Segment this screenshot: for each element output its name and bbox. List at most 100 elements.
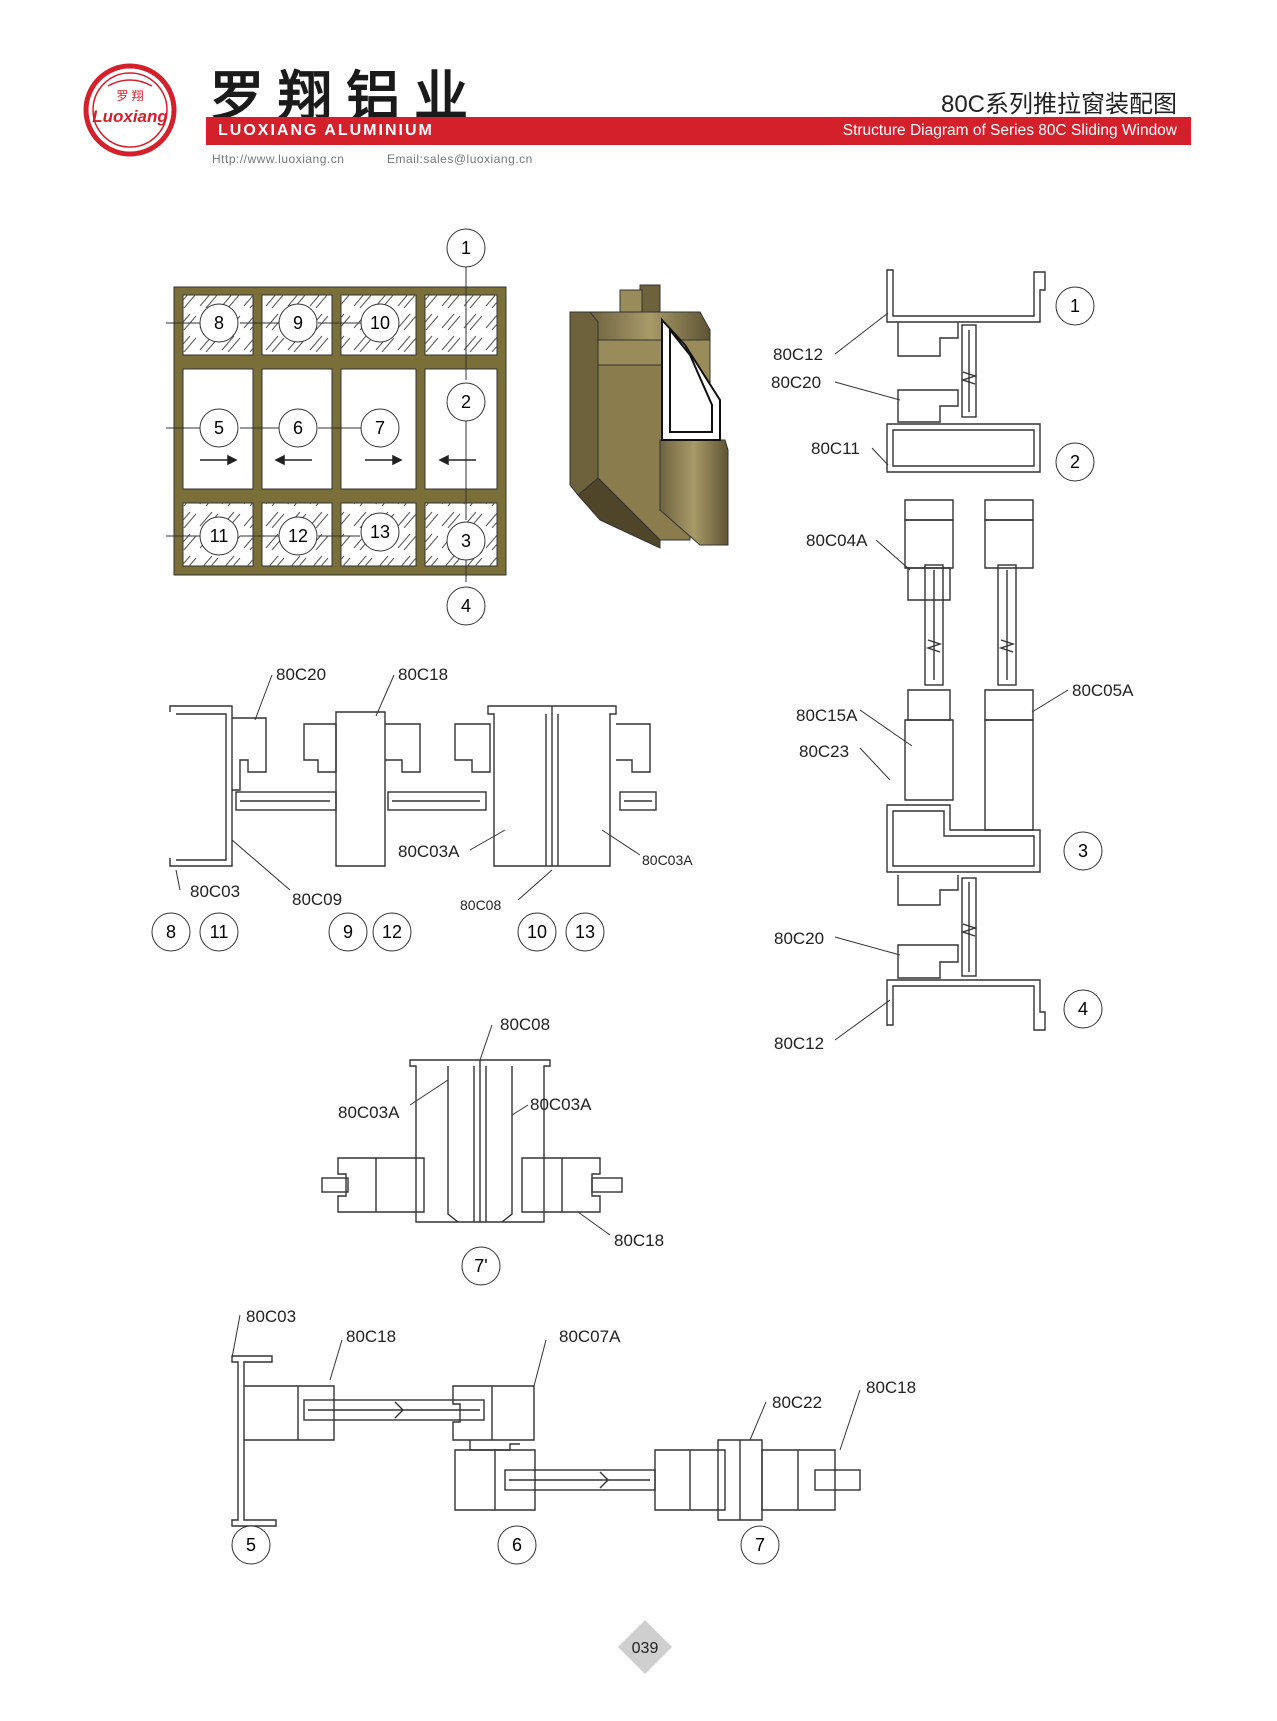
svg-text:Luoxiang: Luoxiang: [92, 107, 168, 126]
label-80C03A-right: 80C03A: [642, 852, 693, 868]
callout-fs-9: 9: [328, 912, 368, 952]
svg-text:8: 8: [166, 922, 176, 942]
label-80C18-sliding: 80C18: [346, 1327, 396, 1346]
svg-text:13: 13: [370, 522, 390, 542]
callout-ss-5: 5: [231, 1525, 271, 1565]
vertical-section-drawing: [886, 269, 1046, 1031]
callout-6: 6: [278, 408, 318, 448]
svg-text:7: 7: [755, 1535, 765, 1555]
callout-fs-10: 10: [517, 912, 557, 952]
svg-text:7': 7': [474, 1256, 487, 1276]
callout-vs-2: 2: [1055, 442, 1095, 482]
svg-text:1: 1: [461, 238, 471, 258]
callout-fs-12: 12: [372, 912, 412, 952]
mullion-section-labels: 80C08 80C03A 80C03A 80C18: [338, 1015, 664, 1250]
label-80C23: 80C23: [799, 742, 849, 761]
elevation-callouts: 1 2 3 4 5 6 7 8 9 10 11 12 13: [199, 228, 486, 626]
callout-5: 5: [199, 408, 239, 448]
svg-text:7: 7: [375, 418, 385, 438]
callout-8: 8: [199, 303, 239, 343]
callout-fs-8: 8: [151, 912, 191, 952]
label-80C20-fixed: 80C20: [276, 665, 326, 684]
svg-text:039: 039: [632, 1640, 659, 1657]
callout-mullion: 7': [461, 1246, 501, 1286]
label-80C03A-mullion-right: 80C03A: [530, 1095, 592, 1114]
document-title: 80C系列推拉窗装配图: [940, 91, 1177, 118]
label-80C20-bottom: 80C20: [774, 929, 824, 948]
callout-ss-6: 6: [497, 1525, 537, 1565]
callout-9: 9: [278, 303, 318, 343]
svg-text:5: 5: [214, 418, 224, 438]
label-80C04A: 80C04A: [806, 531, 868, 550]
svg-text:11: 11: [210, 526, 229, 546]
label-80C03-sliding: 80C03: [246, 1307, 296, 1326]
website-link[interactable]: Http://www.luoxiang.cn: [212, 152, 345, 166]
svg-text:12: 12: [288, 526, 308, 546]
callout-2: 2: [446, 382, 486, 422]
callout-1: 1: [446, 228, 486, 268]
label-80C18-sliding-right: 80C18: [866, 1378, 916, 1397]
sliding-sections-labels: 80C03 80C18 80C07A 80C22 80C18: [231, 1307, 916, 1451]
company-seal-logo: 罗 翔 Luoxiang: [83, 63, 177, 157]
svg-text:3: 3: [1078, 841, 1088, 861]
fixed-sections-labels: 80C20 80C18 80C03 80C09 80C03A 80C08 80C…: [175, 665, 693, 913]
label-80C12-bottom: 80C12: [774, 1034, 824, 1053]
callout-13: 13: [360, 512, 400, 552]
svg-text:5: 5: [246, 1535, 256, 1555]
brand-name-english: LUOXIANG ALUMINIUM: [218, 122, 434, 139]
svg-text:11: 11: [210, 922, 229, 942]
svg-text:9: 9: [343, 922, 353, 942]
vertical-section-labels: 80C12 80C20 80C11 80C04A 80C15A 80C23 80…: [771, 312, 1134, 1053]
svg-text:6: 6: [293, 418, 303, 438]
callout-11: 11: [199, 516, 239, 556]
label-80C22: 80C22: [772, 1393, 822, 1412]
label-80C03-fixed: 80C03: [190, 882, 240, 901]
email-link[interactable]: Email:sales@luoxiang.cn: [387, 152, 533, 166]
svg-text:4: 4: [461, 596, 471, 616]
callout-fs-11: 11: [199, 912, 239, 952]
fixed-sections-callouts: 8 11 9 12 10 13: [151, 912, 605, 952]
svg-text:8: 8: [214, 313, 224, 333]
label-80C15A: 80C15A: [796, 706, 858, 725]
svg-text:10: 10: [527, 922, 547, 942]
svg-text:6: 6: [512, 1535, 522, 1555]
sliding-sections-callouts: 5 6 7: [231, 1525, 780, 1565]
svg-text:12: 12: [382, 922, 402, 942]
vertical-section-callouts: 1 2 3 4: [1055, 286, 1103, 1029]
callout-vs-4: 4: [1063, 989, 1103, 1029]
label-80C12-top: 80C12: [773, 345, 823, 364]
label-80C07A: 80C07A: [559, 1327, 621, 1346]
callout-vs-1: 1: [1055, 286, 1095, 326]
label-80C18-fixed: 80C18: [398, 665, 448, 684]
document-subtitle: Structure Diagram of Series 80C Sliding …: [842, 122, 1177, 139]
label-80C11: 80C11: [811, 439, 860, 458]
svg-text:2: 2: [1070, 452, 1080, 472]
svg-text:9: 9: [293, 313, 303, 333]
label-80C08-fixed: 80C08: [460, 897, 501, 913]
label-80C03A-mullion-left: 80C03A: [338, 1103, 400, 1122]
callout-ss-7: 7: [740, 1525, 780, 1565]
callout-4: 4: [446, 586, 486, 626]
svg-text:4: 4: [1078, 999, 1088, 1019]
svg-text:2: 2: [461, 392, 471, 412]
page-number-badge: 039: [618, 1620, 672, 1674]
corner-profile-3d-image: [569, 284, 729, 549]
label-80C03A-left: 80C03A: [398, 842, 460, 861]
label-80C09: 80C09: [292, 890, 342, 909]
label-80C20-top: 80C20: [771, 373, 821, 392]
svg-text:3: 3: [461, 531, 471, 551]
callout-12: 12: [278, 516, 318, 556]
header-red-bar: [206, 117, 1191, 145]
mullion-section-drawing: [321, 1059, 623, 1223]
fixed-sections-drawing: [169, 705, 657, 867]
sliding-sections-drawing: [231, 1355, 861, 1527]
callout-vs-3: 3: [1063, 831, 1103, 871]
svg-text:10: 10: [370, 313, 390, 333]
label-80C18-mullion: 80C18: [614, 1231, 664, 1250]
svg-text:13: 13: [575, 922, 595, 942]
label-80C05A: 80C05A: [1072, 681, 1134, 700]
svg-text:罗 翔: 罗 翔: [116, 89, 143, 103]
callout-3: 3: [446, 521, 486, 561]
svg-text:1: 1: [1070, 296, 1080, 316]
